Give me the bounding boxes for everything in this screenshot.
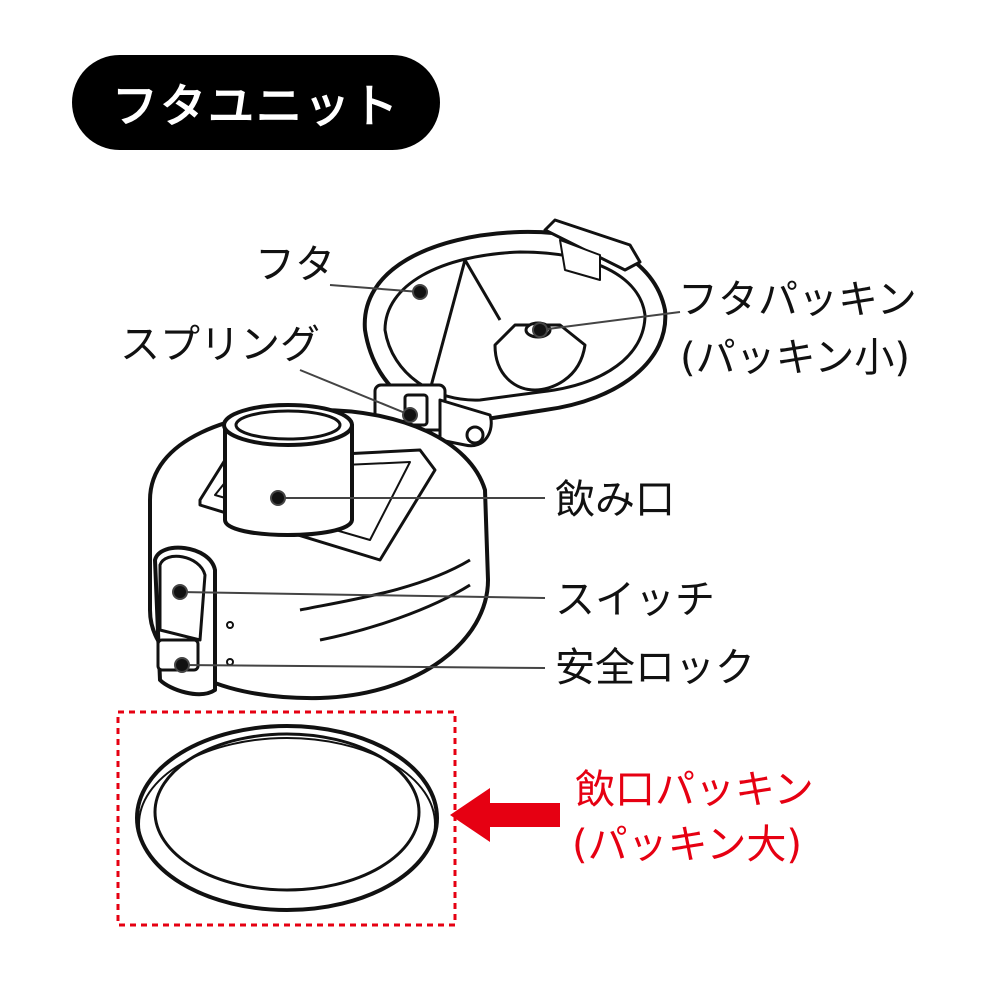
label-safety-lock: 安全ロック [555,645,755,691]
label-mouth-packing: 飲口パッキン [575,767,814,813]
safety-lock-leader [181,664,546,669]
label-switch: スイッチ [555,577,715,623]
section-title: フタユニット [112,78,400,133]
spring-leader [299,369,411,416]
arrow-icon [450,788,560,842]
label-spring: スプリング [120,322,320,368]
switch-leader [179,591,546,599]
label-mouthpiece: 飲み口 [555,477,675,523]
section-title-badge: フタユニット [72,55,440,150]
label-lid-packing-sub: (パッキン小) [680,335,911,381]
label-lid: フタ [255,242,335,288]
lid-leader [329,284,421,293]
mouthpiece [223,423,354,537]
highlight-box [116,710,457,927]
lid-packing-small [493,323,587,392]
label-mouth-packing-sub: (パッキン大) [572,822,803,868]
mouth-packing-large [135,724,439,912]
label-lid-packing: フタパッキン [678,277,917,323]
lid-packing-leader [539,311,681,331]
